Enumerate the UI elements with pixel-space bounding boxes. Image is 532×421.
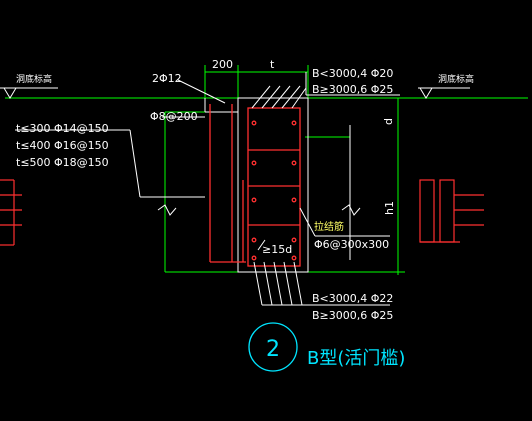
rebar-layout [209, 104, 301, 267]
top-bar-left-label: 2Φ12 [152, 72, 182, 85]
bottom-rebar-line2: B≥3000,6 Φ25 [312, 309, 393, 322]
section-number-circle [248, 322, 298, 372]
right-elevation-label: 洞底标高 [438, 73, 474, 85]
left-side-rebar [0, 179, 22, 246]
anchor-length-label: ≥15d [262, 243, 292, 256]
spec-line2: t≤400 Φ16@150 [16, 139, 109, 152]
spec-line3: t≤500 Φ18@150 [16, 156, 109, 169]
dimension-h1-label: h1 [383, 201, 396, 215]
dimension-200-label: 200 [212, 58, 233, 71]
top-rebar-line2: B≥3000,6 Φ25 [312, 83, 393, 96]
dimension-d-label: d [382, 118, 395, 125]
dimension-t-label: t [270, 58, 275, 71]
spec-line1: t≤300 Φ14@150 [16, 122, 109, 135]
top-rebar-line1: B<3000,4 Φ20 [312, 67, 393, 80]
right-elevation-marker [418, 87, 470, 99]
stirrup-left-label: Φ8@200 [150, 110, 198, 123]
left-elevation-marker [0, 87, 58, 99]
section-title: B型(活门槛) [307, 348, 405, 369]
leader-lines [15, 72, 400, 306]
bottom-rebar-line1: B<3000,4 Φ22 [312, 292, 393, 305]
tie-bar-spec: Φ6@300x300 [314, 238, 389, 251]
left-elevation-label: 洞底标高 [16, 73, 52, 85]
tie-bar-title: 拉结筋 [314, 220, 344, 233]
right-side-rebar [419, 179, 484, 243]
section-number: 2 [266, 337, 280, 362]
